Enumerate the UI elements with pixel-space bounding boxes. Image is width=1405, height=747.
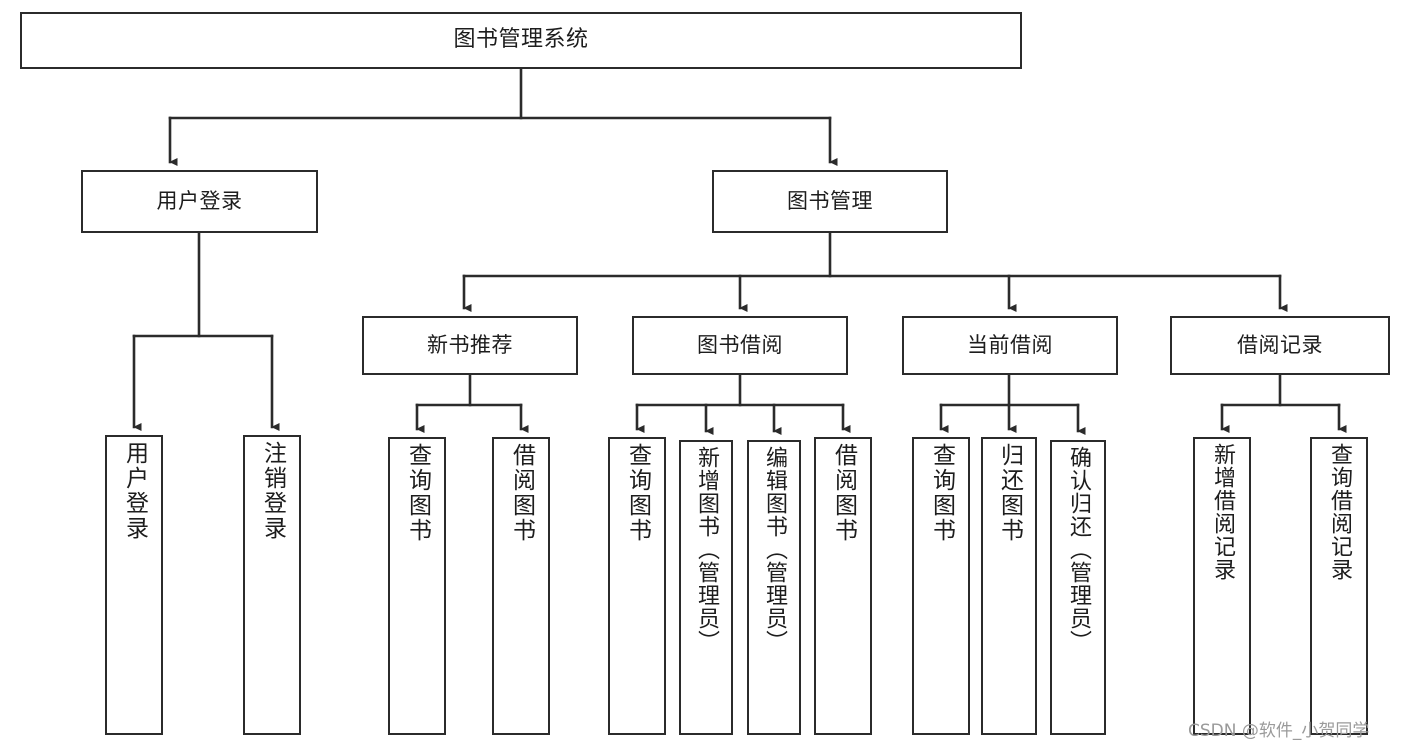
node-label: 确认归还（管理员） [1066, 446, 1091, 653]
leaf-edit-book[interactable]: 编辑图书（管理员） [747, 440, 801, 735]
leaf-user-login[interactable]: 用户登录 [105, 435, 163, 735]
node-borrow-record[interactable]: 借阅记录 [1170, 316, 1390, 375]
leaf-confirm-return[interactable]: 确认归还（管理员） [1050, 440, 1106, 735]
node-label: 当前借阅 [967, 332, 1053, 357]
leaf-add-book[interactable]: 新增图书（管理员） [679, 440, 733, 735]
node-label: 借阅图书 [830, 443, 857, 543]
node-new-book-recommend[interactable]: 新书推荐 [362, 316, 578, 375]
node-label: 注销登录 [259, 441, 286, 541]
node-label: 编辑图书（管理员） [762, 446, 787, 653]
leaf-return-book[interactable]: 归还图书 [981, 437, 1037, 735]
leaf-query-book-1[interactable]: 查询图书 [388, 437, 446, 735]
leaf-query-book-2[interactable]: 查询图书 [608, 437, 666, 735]
node-label: 图书借阅 [697, 332, 783, 357]
node-label: 查询图书 [928, 443, 955, 543]
node-label: 新增借阅记录 [1210, 443, 1235, 581]
node-label: 借阅记录 [1237, 332, 1323, 357]
leaf-borrow-book-1[interactable]: 借阅图书 [492, 437, 550, 735]
node-label: 借阅图书 [508, 443, 535, 543]
node-label: 查询图书 [624, 443, 651, 543]
csdn-watermark: CSDN @软件_小贺同学 [1188, 721, 1370, 741]
node-label: 图书管理系统 [453, 27, 589, 53]
node-label: 用户登录 [121, 441, 148, 541]
node-label: 图书管理 [787, 188, 873, 213]
leaf-query-record[interactable]: 查询借阅记录 [1310, 437, 1368, 735]
node-book-borrow[interactable]: 图书借阅 [632, 316, 848, 375]
node-label: 查询借阅记录 [1327, 443, 1352, 581]
node-label: 用户登录 [156, 188, 243, 213]
node-root-book-management-system[interactable]: 图书管理系统 [20, 12, 1022, 69]
leaf-query-book-3[interactable]: 查询图书 [912, 437, 970, 735]
node-label: 归还图书 [996, 443, 1023, 543]
node-book-manage[interactable]: 图书管理 [712, 170, 948, 233]
leaf-logout-login[interactable]: 注销登录 [243, 435, 301, 735]
node-label: 查询图书 [404, 443, 431, 543]
node-label: 新增图书（管理员） [694, 446, 719, 653]
node-current-borrow[interactable]: 当前借阅 [902, 316, 1118, 375]
node-user-login[interactable]: 用户登录 [81, 170, 318, 233]
leaf-borrow-book-2[interactable]: 借阅图书 [814, 437, 872, 735]
leaf-add-record[interactable]: 新增借阅记录 [1193, 437, 1251, 735]
node-label: 新书推荐 [427, 332, 513, 357]
